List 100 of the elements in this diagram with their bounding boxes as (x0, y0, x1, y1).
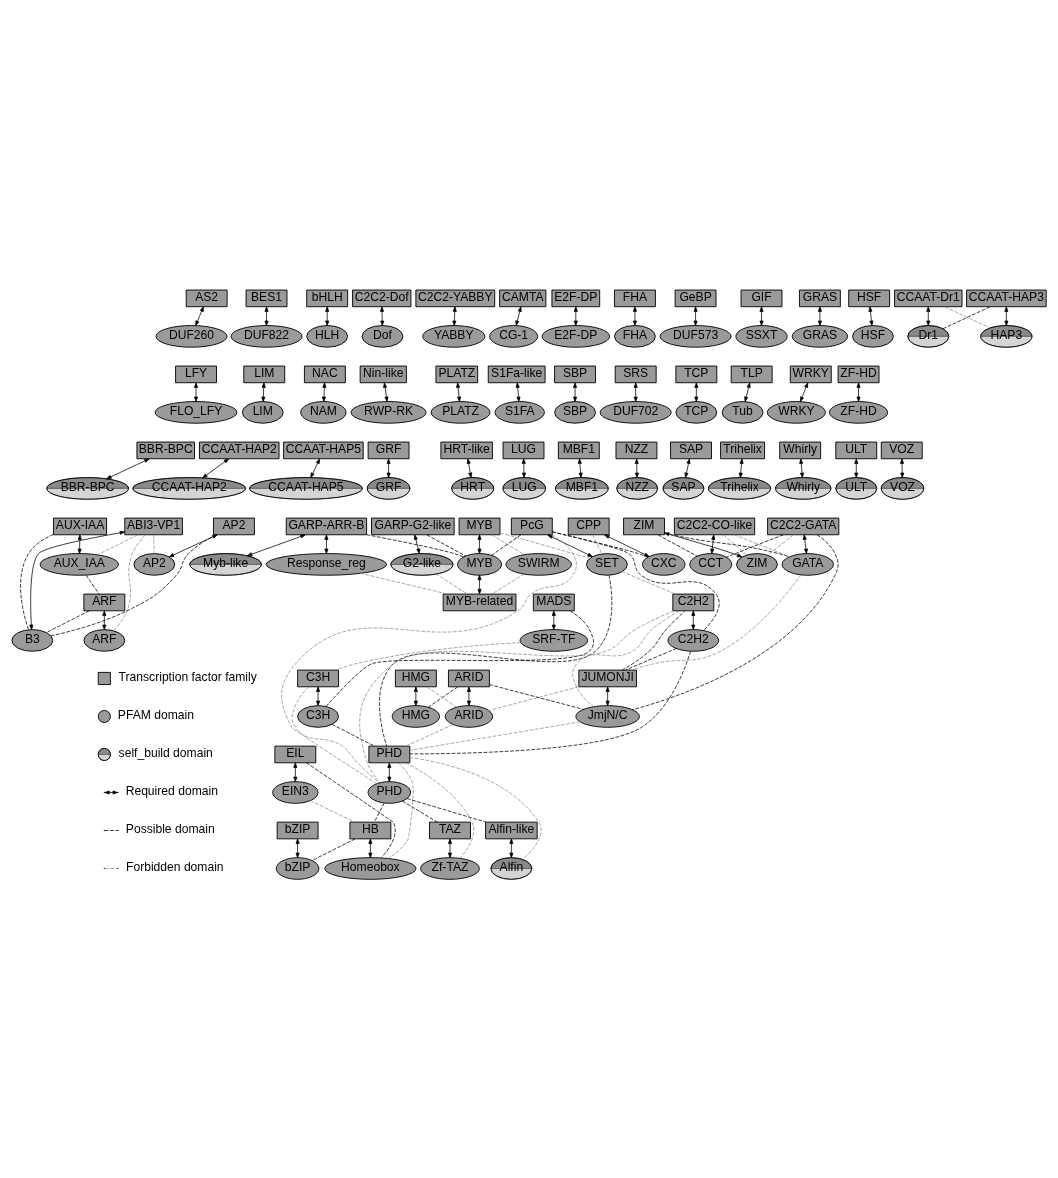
node-box: MYB (458, 517, 501, 535)
node-box: FHA (614, 289, 656, 307)
node-box: GARP-ARR-B (285, 517, 368, 535)
node-box: C2H2 (672, 593, 715, 611)
arrow (456, 382, 462, 402)
node-box: ARID (448, 669, 490, 687)
node-box: EIL (274, 745, 317, 763)
arrow (799, 458, 804, 478)
node-ellipse: S1FA (494, 400, 545, 424)
arrow (691, 610, 696, 630)
node-box: HSF (848, 289, 891, 307)
node-ellipse: GATA (781, 552, 834, 576)
arrow (168, 533, 218, 557)
node-ellipse: PLATZ (430, 400, 491, 424)
node-box: LIM (243, 365, 286, 383)
connector (552, 531, 649, 557)
node-ellipse: SBP (554, 400, 596, 424)
arrow (710, 534, 716, 554)
node-box: AS2 (185, 289, 228, 307)
node-ellipse: B3 (11, 628, 54, 652)
arrow (383, 382, 389, 402)
node-ellipse: MYB (457, 552, 502, 576)
node-box: ULT (835, 441, 878, 459)
connector (488, 686, 579, 711)
legend-label: self_build domain (118, 745, 213, 760)
connector (335, 641, 521, 670)
node-box: MBF1 (557, 441, 600, 459)
arrow (604, 534, 650, 557)
arrow (77, 534, 82, 554)
node-ellipse: HSF (852, 324, 894, 348)
node-box: ABI3-VP1 (124, 517, 183, 535)
node-box: TAZ (429, 821, 471, 839)
node-box: CAMTA (499, 289, 547, 307)
node-ellipse: PHD (367, 780, 412, 804)
connector (723, 534, 748, 555)
connector (426, 534, 466, 556)
node-ellipse: SWIRM (505, 552, 572, 576)
node-box: TLP (730, 365, 773, 383)
node-box: JUMONJI (578, 669, 637, 687)
node-ellipse: RWP-RK (350, 400, 427, 424)
arrow (466, 686, 471, 706)
node-ellipse: LIM (241, 400, 284, 424)
node-box: bHLH (306, 289, 349, 307)
node-box: GARP-G2-like (371, 517, 455, 535)
arrow (633, 382, 638, 402)
node-ellipse: FLO_LFY (154, 400, 238, 424)
arrow (551, 610, 556, 630)
node-box: TCP (675, 365, 718, 383)
arrow (264, 306, 269, 326)
arrow (413, 534, 421, 554)
arrow (868, 306, 874, 326)
node-box: HMG (394, 669, 437, 687)
connector (632, 533, 839, 710)
arrow (452, 306, 457, 326)
arrow (106, 458, 150, 479)
connector (306, 761, 396, 858)
connector (331, 723, 375, 746)
arrow (380, 306, 385, 326)
node-ellipse: Dof (361, 324, 404, 348)
node-box: E2F-DP (551, 289, 601, 307)
node-box: CCAAT-Dr1 (894, 289, 963, 307)
node-ellipse: DUF822 (230, 324, 303, 348)
arrow (521, 458, 526, 478)
arrow (854, 458, 859, 478)
connector (630, 573, 802, 670)
connector (379, 574, 613, 746)
node-ellipse: TCP (675, 400, 718, 424)
node-ellipse: AUX_IAA (39, 552, 119, 576)
node-ellipse: FHA (614, 324, 656, 348)
node-ellipse: YABBY (422, 324, 486, 348)
node-ellipse: SSXT (735, 324, 788, 348)
legend-label: Required domain (125, 783, 218, 798)
node-box: SRS (614, 365, 657, 383)
node-ellipse: DUF702 (599, 400, 672, 424)
connector (621, 570, 676, 594)
node-ellipse: HLH (306, 324, 349, 348)
node-box: S1Fa-like (487, 365, 546, 383)
arrow (515, 306, 522, 326)
arrow (195, 306, 204, 326)
arrow (515, 382, 521, 402)
node-ellipse: EIN3 (272, 780, 319, 804)
connector (499, 532, 590, 559)
node-box: Trihelix (720, 441, 765, 459)
connector (551, 531, 720, 631)
arrow (573, 382, 577, 402)
arrow (759, 306, 764, 326)
connector (310, 799, 356, 822)
arrow (310, 458, 321, 478)
node-box: GRF (367, 441, 410, 459)
arrow (1004, 306, 1009, 326)
connector (409, 756, 542, 860)
node-box: PLATZ (435, 365, 479, 383)
connector (491, 573, 525, 594)
node-box: ARF (83, 593, 126, 611)
node-box: PcG (510, 517, 553, 535)
arrow (325, 306, 330, 326)
node-box: C2C2-YABBY (415, 289, 496, 307)
connector (325, 610, 594, 707)
arrow (202, 458, 229, 478)
node-box: ZIM (623, 517, 665, 535)
